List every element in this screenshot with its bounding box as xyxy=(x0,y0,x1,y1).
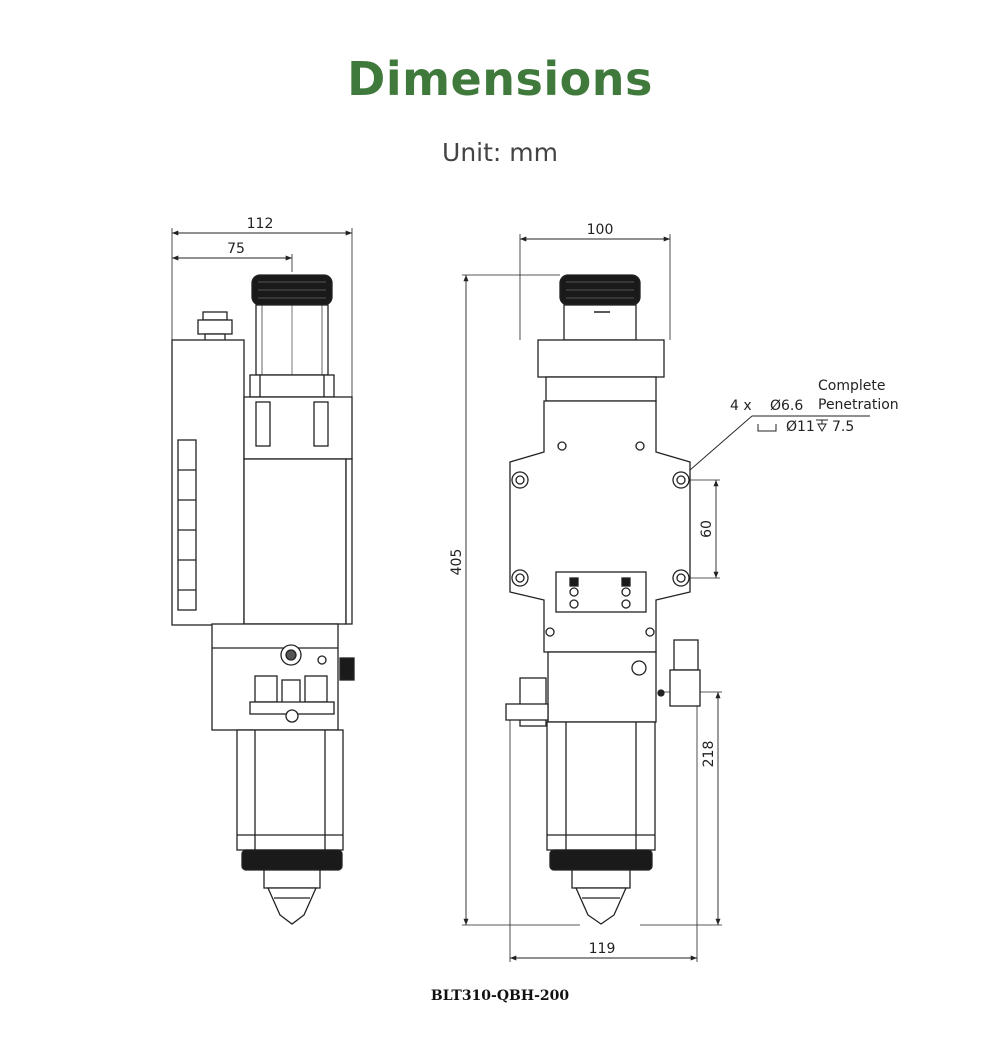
side-view xyxy=(171,228,355,925)
depth-icon xyxy=(816,419,828,433)
dim-label-218: 218 xyxy=(701,741,717,768)
dim-label-60: 60 xyxy=(699,520,715,538)
hole-count: 4 x xyxy=(730,398,752,414)
hole-note-line2: Penetration xyxy=(818,397,899,413)
counterbore-icon xyxy=(757,424,777,432)
dim-label-119: 119 xyxy=(589,941,616,957)
unit-label: Unit: mm xyxy=(442,138,558,167)
dim-label-100: 100 xyxy=(587,222,614,238)
counterbore-depth: 7.5 xyxy=(832,419,854,435)
dim-label-112: 112 xyxy=(247,216,274,232)
front-view xyxy=(462,234,870,962)
hole-diameter: Ø6.6 xyxy=(770,398,803,414)
counterbore-diameter: Ø11 xyxy=(786,419,815,435)
model-caption: BLT310-QBH-200 xyxy=(430,988,570,1004)
hole-note-line1: Complete xyxy=(818,378,885,394)
dim-label-405: 405 xyxy=(449,549,465,576)
page-title: Dimensions xyxy=(347,52,653,106)
dim-label-75: 75 xyxy=(227,241,245,257)
